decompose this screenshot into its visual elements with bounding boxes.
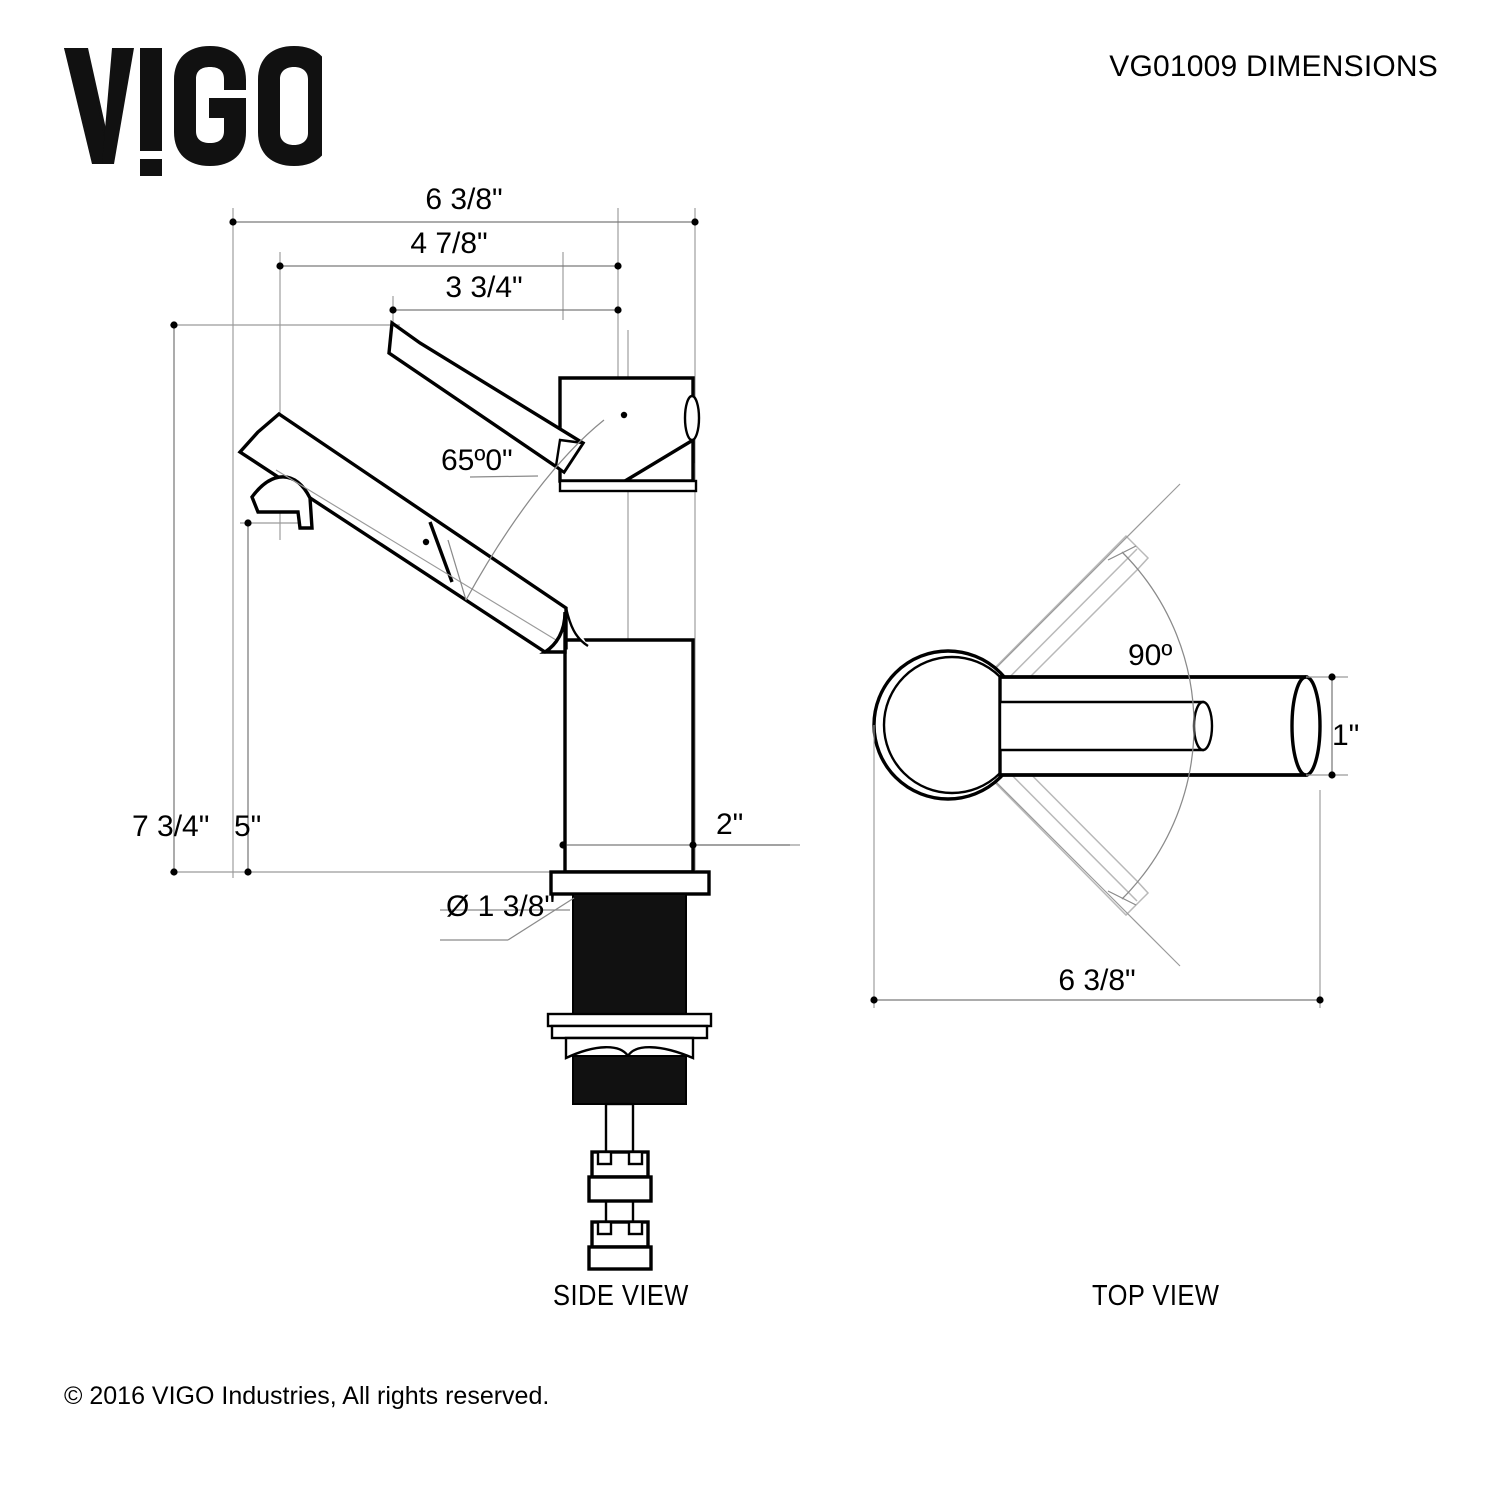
dim-label-base-height: 2" bbox=[716, 808, 743, 841]
top-view-group: 90º 1" 6 3/8" bbox=[870, 483, 1359, 1008]
faucet-body-column bbox=[563, 638, 695, 874]
pullout-wand-top bbox=[998, 700, 1205, 752]
swing-arc bbox=[1121, 551, 1195, 900]
vigo-logo bbox=[64, 46, 322, 176]
dim-side-handle-reach: 4 7/8" bbox=[276, 227, 622, 270]
side-view-caption: SIDE VIEW bbox=[553, 1280, 689, 1312]
side-view-construction-lines bbox=[170, 208, 800, 1270]
document-title: VG01009 DIMENSIONS bbox=[1109, 50, 1438, 83]
dim-label-spout-height: 5" bbox=[234, 810, 261, 843]
dim-label-overall-reach: 6 3/8" bbox=[1058, 964, 1135, 997]
dim-label-swivel-angle: 65º0" bbox=[441, 444, 513, 477]
dim-label-overall-width: 6 3/8" bbox=[425, 183, 502, 216]
handle-pivot-ellipse bbox=[683, 394, 701, 442]
spout-end-ellipse bbox=[1290, 675, 1322, 777]
dim-top-spout-diameter: 1" bbox=[1306, 673, 1359, 779]
spout-body-fillet bbox=[564, 607, 589, 648]
escutcheon-flange bbox=[549, 870, 711, 896]
dim-side-overall-width: 6 3/8" bbox=[229, 183, 699, 226]
hose-connector-upper bbox=[587, 1150, 653, 1203]
dim-side-base-height: 2" bbox=[559, 808, 790, 849]
pullout-spout bbox=[237, 411, 568, 654]
dim-label-shank-diameter: Ø 1 3/8" bbox=[446, 890, 555, 923]
side-view-group: 6 3/8" 4 7/8" 3 3/4" bbox=[132, 183, 800, 1271]
threaded-shank-lower bbox=[572, 1055, 687, 1105]
dim-side-overall-height: 7 3/4" bbox=[132, 321, 209, 876]
pullout-wand-end-ellipse bbox=[1192, 700, 1214, 752]
mounting-washer-top bbox=[546, 1012, 713, 1028]
dim-top-overall-reach: 6 3/8" bbox=[870, 725, 1324, 1008]
dim-label-spout-reach: 3 3/4" bbox=[445, 271, 522, 304]
dim-label-spout-diameter: 1" bbox=[1332, 719, 1359, 752]
dim-side-shank-diameter: Ø 1 3/8" bbox=[440, 890, 575, 941]
hose-connector-lower bbox=[587, 1220, 653, 1271]
top-view-caption: TOP VIEW bbox=[1092, 1280, 1220, 1312]
logo-letter-o bbox=[258, 46, 322, 166]
lever-handle bbox=[387, 319, 586, 475]
logo-letter-i-stem bbox=[140, 48, 162, 151]
logo-letter-g bbox=[174, 46, 246, 166]
logo-letter-i-dot bbox=[140, 159, 162, 176]
threaded-shank-upper bbox=[572, 893, 687, 1017]
dim-label-swing-angle: 90º bbox=[1128, 639, 1172, 672]
dim-side-spout-reach: 3 3/4" bbox=[389, 271, 622, 314]
sheet-header: VG01009 DIMENSIONS bbox=[0, 0, 1500, 190]
dim-side-spout-height: 5" bbox=[234, 519, 261, 876]
dim-label-handle-reach: 4 7/8" bbox=[410, 227, 487, 260]
spout-body-transition bbox=[539, 611, 567, 654]
copyright-notice: © 2016 VIGO Industries, All rights reser… bbox=[64, 1382, 550, 1410]
dim-side-swivel-angle: 65º0" bbox=[422, 411, 628, 601]
mounting-washer-bottom bbox=[550, 1024, 709, 1040]
dim-label-overall-height: 7 3/4" bbox=[132, 810, 209, 843]
housing-base-plate bbox=[558, 479, 698, 493]
